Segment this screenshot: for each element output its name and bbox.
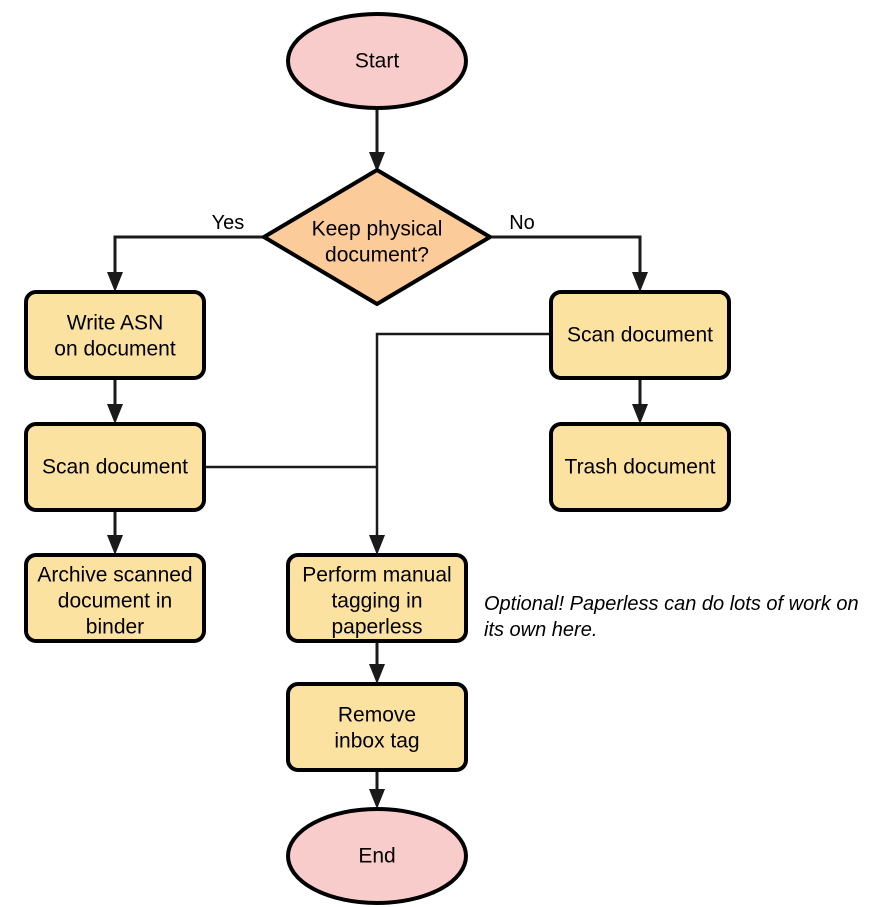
node-end-label: End: [358, 845, 395, 868]
annotation-line1: Optional! Paperless can do lots of work …: [484, 593, 859, 615]
node-remove-inbox-shape: [286, 682, 468, 772]
node-archive-label-line2: document in: [58, 590, 172, 613]
node-scan-document-right-label: Scan document: [567, 324, 713, 347]
node-scan-document-left-shape: [24, 422, 206, 512]
edge-decision-yes: [107, 235, 264, 292]
edge-layer: [107, 108, 648, 809]
edge-start-to-decision: [369, 108, 385, 172]
node-trash-label: Trash document: [565, 456, 716, 479]
node-tagging-label-line1: Perform manual: [302, 564, 451, 587]
edge-tagging-to-removeinbox: [369, 641, 385, 684]
node-decision-keep-physical-document[interactable]: Keep physical document?: [262, 168, 492, 306]
node-write-asn-label-line2: on document: [54, 338, 176, 361]
node-decision-shape: [262, 168, 492, 306]
node-archive-shape: [24, 553, 206, 643]
node-tagging-label-line2: tagging in: [331, 590, 422, 613]
node-remove-inbox-tag[interactable]: Remove inbox tag: [286, 682, 468, 772]
node-end-shape: [286, 807, 468, 905]
node-archive-label-line1: Archive scanned: [37, 564, 192, 587]
edge-scanright-to-trash: [632, 378, 648, 424]
node-scan-document-left-label: Scan document: [42, 456, 188, 479]
node-perform-manual-tagging[interactable]: Perform manual tagging in paperless: [286, 553, 468, 643]
node-scan-document-right-shape: [549, 290, 731, 380]
node-scan-document-left[interactable]: Scan document: [24, 422, 206, 512]
edge-label-no: No: [509, 212, 535, 234]
node-archive-label-line3: binder: [86, 616, 144, 639]
node-tagging-shape: [286, 553, 468, 643]
edge-decision-no: [490, 235, 648, 292]
edge-label-yes: Yes: [212, 212, 245, 234]
node-end[interactable]: End: [286, 807, 468, 905]
node-write-asn-shape: [24, 290, 206, 380]
node-start[interactable]: Start: [286, 12, 468, 110]
node-start-label: Start: [355, 50, 400, 73]
node-remove-inbox-label-line2: inbox tag: [334, 730, 419, 753]
node-trash-shape: [549, 422, 731, 512]
edge-writeasn-to-scanleft: [107, 378, 123, 424]
node-decision-label-line2: document?: [325, 244, 429, 267]
annotation-optional-note: Optional! Paperless can do lots of work …: [484, 593, 859, 641]
edge-scanleft-to-archive: [107, 510, 123, 555]
node-write-asn-on-document[interactable]: Write ASN on document: [24, 290, 206, 380]
annotation-line2: its own here.: [484, 619, 597, 641]
node-write-asn-label-line1: Write ASN: [67, 312, 163, 335]
node-remove-inbox-label-line1: Remove: [338, 704, 416, 727]
edge-removeinbox-to-end: [369, 770, 385, 809]
node-decision-label-line1: Keep physical: [312, 218, 443, 241]
node-archive-scanned-document[interactable]: Archive scanned document in binder: [24, 553, 206, 643]
edge-scanright-to-tagging: [369, 332, 551, 555]
node-scan-document-right[interactable]: Scan document: [549, 290, 731, 380]
node-start-shape: [286, 12, 468, 110]
node-trash-document[interactable]: Trash document: [549, 422, 731, 512]
node-tagging-label-line3: paperless: [331, 616, 422, 639]
